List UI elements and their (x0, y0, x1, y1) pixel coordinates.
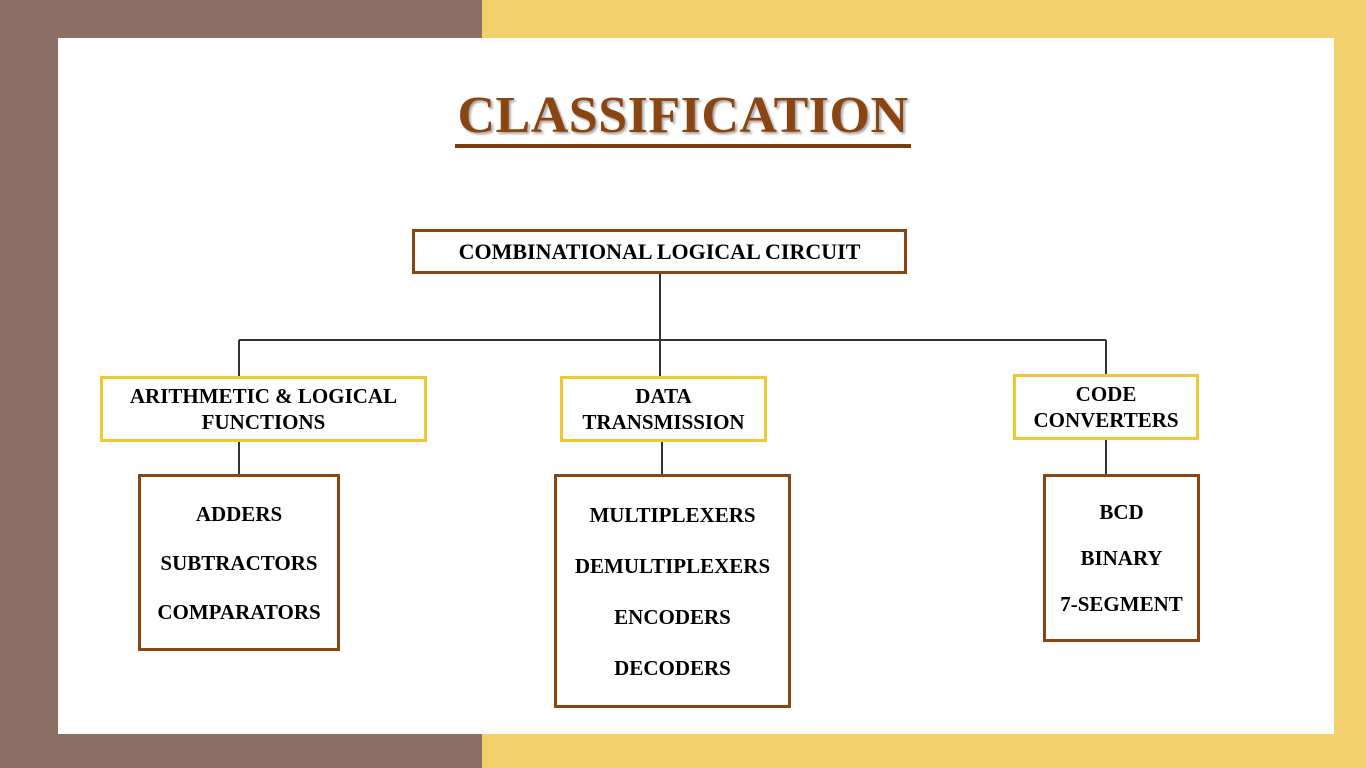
list-item: ENCODERS (614, 604, 731, 629)
category-box-code-converters: CODE CONVERTERS (1013, 374, 1199, 440)
list-item: ADDERS (195, 501, 283, 526)
list-item: SUBTRACTORS (160, 550, 318, 575)
list-item: BCD (1099, 500, 1144, 524)
list-box-code-converters: BCD BINARY 7-SEGMENT (1043, 474, 1200, 642)
root-label: COMBINATIONAL LOGICAL CIRCUIT (458, 238, 861, 264)
list-box-data-transmission: MULTIPLEXERS DEMULTIPLEXERS ENCODERS DEC… (554, 474, 791, 708)
category-label: ARITHMETIC & LOGICAL FUNCTIONS (129, 384, 398, 434)
list-item: COMPARATORS (157, 599, 321, 624)
list-item: MULTIPLEXERS (589, 502, 756, 527)
slide-title: CLASSIFICATION (0, 86, 1366, 148)
list-item: 7-SEGMENT (1060, 592, 1183, 616)
list-box-arithmetic: ADDERS SUBTRACTORS COMPARATORS (138, 474, 340, 651)
list-item: DEMULTIPLEXERS (574, 553, 771, 578)
category-box-data-transmission: DATA TRANSMISSION (560, 376, 767, 442)
list-item: DECODERS (614, 655, 731, 680)
category-label: CODE CONVERTERS (1033, 382, 1179, 432)
root-box: COMBINATIONAL LOGICAL CIRCUIT (412, 229, 907, 274)
list-item: BINARY (1080, 546, 1163, 570)
category-label: DATA TRANSMISSION (582, 384, 745, 434)
category-box-arithmetic: ARITHMETIC & LOGICAL FUNCTIONS (100, 376, 427, 442)
